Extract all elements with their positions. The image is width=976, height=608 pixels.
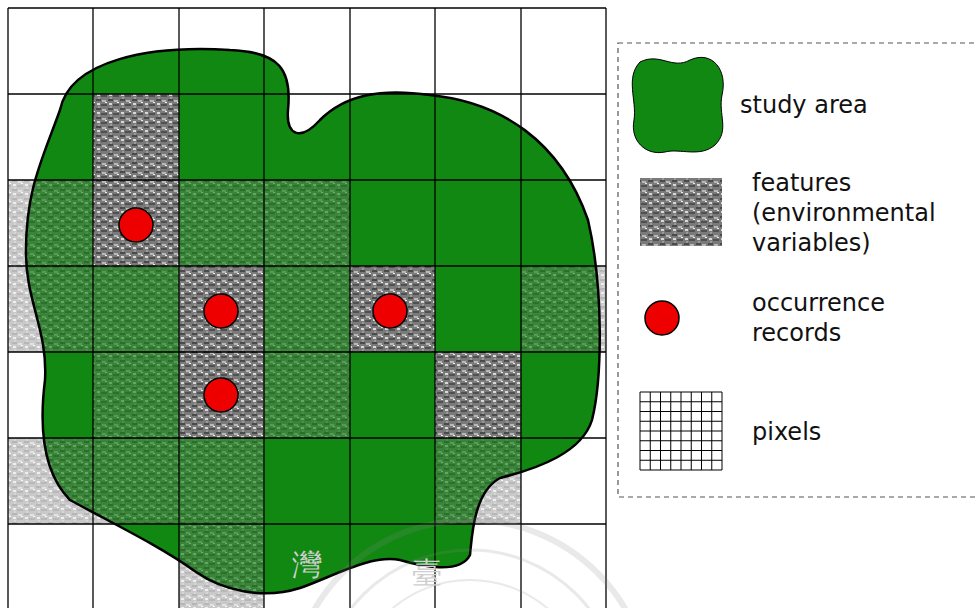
occurrence-dot: [204, 378, 238, 412]
legend-swatch: [632, 57, 723, 152]
feature-cell: [8, 180, 93, 266]
watermark-text: 灣: [292, 548, 322, 582]
feature-cell: [179, 266, 264, 352]
legend-text: features (environmental variables): [752, 168, 968, 258]
legend-frame: [618, 43, 976, 497]
feature-cell: [179, 438, 264, 524]
feature-cell: [93, 266, 179, 352]
legend-text: study area: [740, 90, 968, 120]
feature-cell: [93, 180, 179, 266]
feature-cell: [179, 180, 264, 266]
feature-cell: [179, 266, 264, 352]
feature-cell: [521, 266, 606, 352]
feature-cell: [93, 266, 179, 352]
feature-cell: [435, 352, 521, 438]
feature-cell: [93, 352, 179, 438]
feature-cell: [8, 438, 93, 524]
feature-cell: [264, 352, 350, 438]
feature-cell: [521, 266, 606, 352]
watermark-text: 臺: [412, 556, 442, 590]
feature-cell: [350, 266, 435, 352]
legend-text: occurrence records: [752, 288, 968, 348]
feature-cell: [264, 266, 350, 352]
occurrence-dot: [204, 294, 238, 328]
feature-cell: [264, 180, 350, 266]
feature-cell: [435, 352, 521, 438]
feature-cell: [8, 180, 93, 266]
feature-cell: [93, 94, 179, 180]
feature-cell: [93, 438, 179, 524]
legend-pixels: [640, 392, 722, 470]
feature-cell: [264, 352, 350, 438]
feature-cell: [350, 266, 435, 352]
feature-cell: [264, 266, 350, 352]
feature-cell: [179, 524, 264, 608]
feature-cell: [264, 180, 350, 266]
study-area: [26, 49, 600, 593]
watermark-seal: [290, 520, 650, 608]
legend-dot: [645, 301, 679, 335]
occurrence-dot: [119, 208, 153, 242]
legend-text: pixels: [752, 417, 968, 447]
feature-cell: [8, 266, 93, 352]
feature-cell: [179, 524, 264, 608]
feature-cell: [179, 438, 264, 524]
feature-cell: [93, 94, 179, 180]
feature-cell: [8, 266, 93, 352]
feature-cell: [179, 352, 264, 438]
occurrence-dot: [373, 294, 407, 328]
feature-cell: [179, 180, 264, 266]
feature-cell: [179, 352, 264, 438]
legend-texture: [640, 178, 722, 246]
feature-cell: [8, 438, 93, 524]
feature-cell: [93, 352, 179, 438]
feature-cell: [93, 180, 179, 266]
feature-cell: [93, 438, 179, 524]
study-area-outline: [26, 49, 600, 593]
